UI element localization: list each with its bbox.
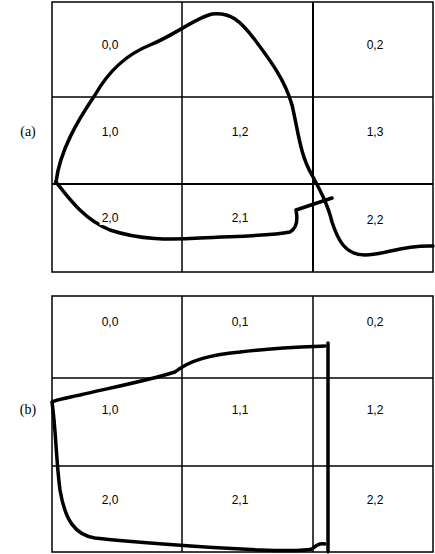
boundary-curve bbox=[56, 182, 332, 239]
cell-label: 2,2 bbox=[365, 213, 386, 227]
grid-line bbox=[181, 2, 183, 272]
cell-label: 1,1 bbox=[230, 403, 251, 417]
cell-label: 2,1 bbox=[230, 211, 251, 225]
grid-line bbox=[52, 377, 433, 379]
boundary-curve bbox=[52, 346, 325, 551]
boundary-curve bbox=[56, 14, 433, 255]
side-label: (a) bbox=[18, 125, 38, 139]
grid-line bbox=[52, 183, 433, 185]
grid-line bbox=[181, 296, 183, 552]
cell-label: 1,3 bbox=[365, 125, 386, 139]
grid-frame bbox=[52, 2, 433, 272]
cell-label: 0,0 bbox=[100, 315, 121, 329]
grid-line bbox=[312, 2, 314, 272]
cell-label: 2,2 bbox=[365, 493, 386, 507]
cell-label: 2,0 bbox=[100, 211, 121, 225]
grid-line bbox=[52, 96, 433, 98]
cell-label: 1,0 bbox=[100, 125, 121, 139]
cell-label: 0,2 bbox=[365, 315, 386, 329]
side-label: (b) bbox=[18, 403, 38, 417]
cell-label: 0,0 bbox=[100, 38, 121, 52]
grid-line bbox=[312, 296, 314, 552]
grid-frame bbox=[52, 296, 433, 552]
boundary-line bbox=[326, 343, 330, 552]
cell-label: 0,2 bbox=[365, 38, 386, 52]
cell-label: 1,2 bbox=[365, 403, 386, 417]
cell-label: 1,2 bbox=[230, 125, 251, 139]
cell-label: 0,1 bbox=[230, 315, 251, 329]
cell-label: 2,1 bbox=[230, 493, 251, 507]
cell-label: 2,0 bbox=[100, 493, 121, 507]
cell-label: 1,0 bbox=[100, 403, 121, 417]
grid-line bbox=[52, 465, 433, 467]
